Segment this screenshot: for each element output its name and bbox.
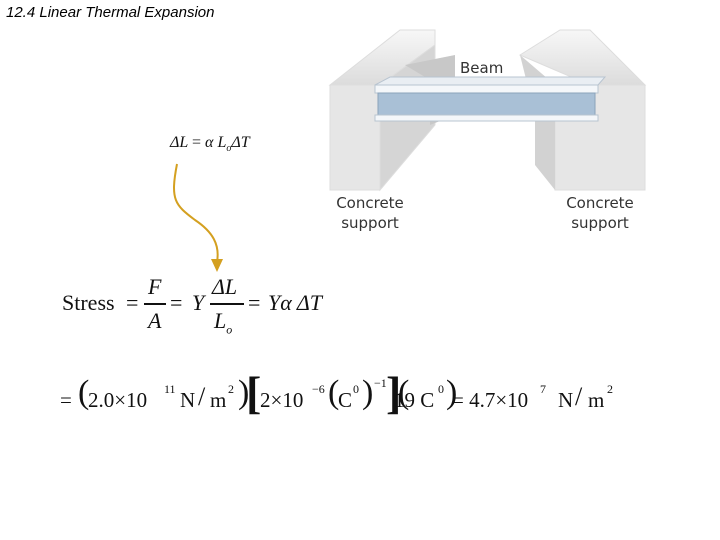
subscript-o: o xyxy=(226,143,232,155)
fraction-bar-1 xyxy=(144,303,166,305)
l-symbol: L xyxy=(217,134,227,151)
equals-sign: = xyxy=(192,134,202,151)
delta-t-value: 19 C xyxy=(394,388,435,412)
paren-close-2: ) xyxy=(362,374,374,411)
paren-open-1: ( xyxy=(78,374,90,411)
unit-newton-1: N xyxy=(180,388,196,412)
slash-2: / xyxy=(575,382,583,411)
unit-newton-2: N xyxy=(558,388,574,412)
right-support-label-line2: support xyxy=(571,214,629,232)
left-support-label: Concrete support xyxy=(332,193,408,233)
fraction-bar-2 xyxy=(210,303,244,305)
y-alpha-delta-t: Yα ΔT xyxy=(268,290,323,315)
alpha-exponent: −6 xyxy=(312,382,325,396)
degree-mark-2: 0 xyxy=(438,382,444,396)
delta-t: ΔT xyxy=(231,134,250,151)
equals-2: = xyxy=(170,290,183,315)
unit-meter-2: m xyxy=(588,388,605,412)
beam-label: Beam xyxy=(460,59,504,77)
numerator-f: F xyxy=(148,274,162,299)
unit-meter-1: m xyxy=(210,388,227,412)
beam-diagram xyxy=(328,29,647,192)
equals-1: = xyxy=(126,290,139,315)
stress-equation: Stress = F A = Y ΔL Lo = Yα ΔT xyxy=(62,272,362,342)
paren-open-2: ( xyxy=(328,374,340,411)
beam-figure: Beam Concrete support Concrete support xyxy=(320,25,650,240)
young-coefficient: 2.0×10 xyxy=(88,388,148,412)
result-exponent: 7 xyxy=(540,382,546,396)
delta-l: ΔL xyxy=(170,134,188,151)
expansion-equation: ΔL = α LoΔT xyxy=(170,134,250,154)
result-coefficient: = 4.7×10 xyxy=(452,388,529,412)
unit-exponent-2: 2 xyxy=(607,382,613,396)
calc-equals: = xyxy=(60,388,72,412)
bracket-close: ] xyxy=(386,367,402,418)
calculation-equation: = ( 2.0×10 11 N / m 2 ) [ 2×10 −6 ( C 0 … xyxy=(60,367,660,432)
curved-arrow-icon xyxy=(173,163,223,272)
paren-close-3: ) xyxy=(446,374,458,411)
inverse-exponent: −1 xyxy=(374,376,387,390)
unit-exponent-1: 2 xyxy=(228,382,234,396)
young-modulus-y: Y xyxy=(192,290,205,315)
alpha-symbol: α xyxy=(205,134,214,151)
left-support-label-line2: support xyxy=(341,214,399,232)
beam xyxy=(374,76,607,122)
alpha-coefficient: 2×10 xyxy=(260,388,304,412)
paren-open-3: ( xyxy=(398,374,410,411)
alpha-unit-c: C xyxy=(338,388,353,412)
left-support-label-line1: Concrete xyxy=(336,194,404,212)
slash-1: / xyxy=(198,382,206,411)
denominator-lo: Lo xyxy=(214,308,233,337)
numerator-delta-l: ΔL xyxy=(212,274,238,299)
paren-close-1: ) xyxy=(238,374,250,411)
stress-word: Stress xyxy=(62,290,115,315)
young-exponent: 11 xyxy=(164,382,176,396)
slide-title: 12.4 Linear Thermal Expansion xyxy=(6,4,215,21)
right-support-label-line1: Concrete xyxy=(566,194,634,212)
denominator-a: A xyxy=(148,308,162,333)
equals-3: = xyxy=(248,290,261,315)
bracket-open: [ xyxy=(246,367,262,418)
degree-mark-1: 0 xyxy=(353,382,359,396)
right-support-label: Concrete support xyxy=(562,193,638,233)
